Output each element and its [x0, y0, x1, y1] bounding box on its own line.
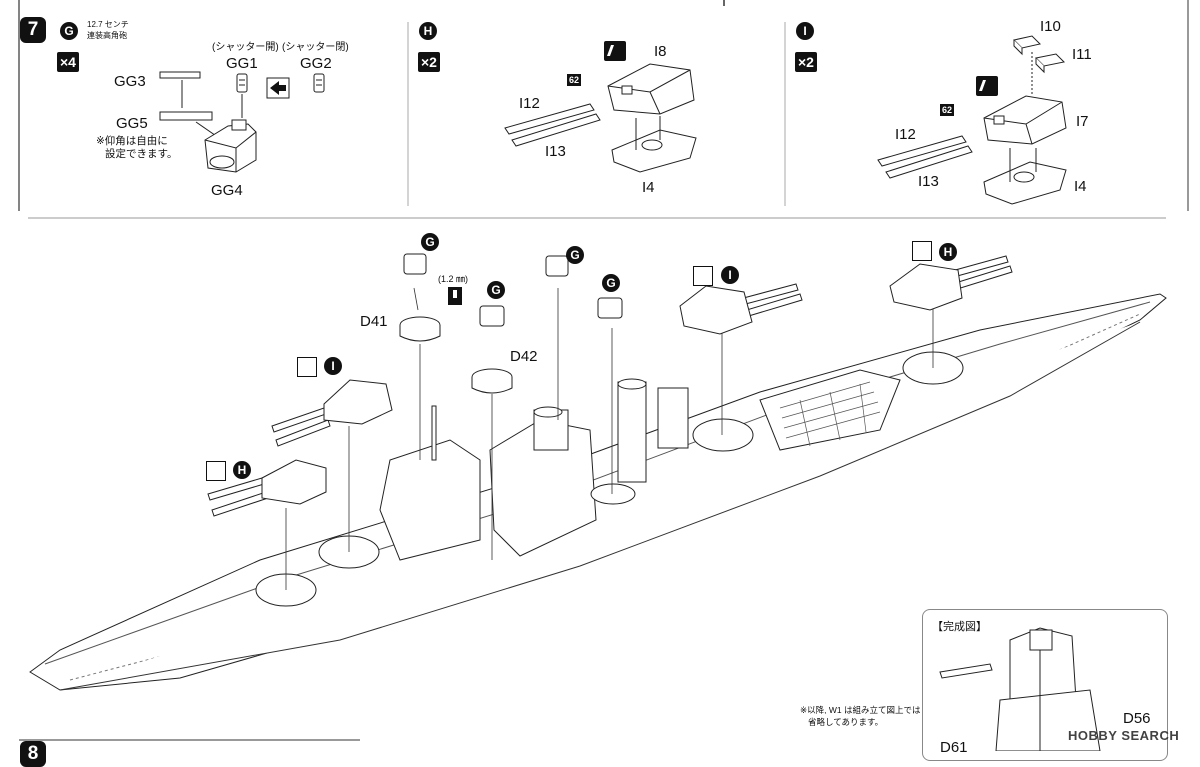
turret-drawing-i	[877, 35, 1067, 205]
part-i8: I8	[654, 43, 667, 60]
part-d61: D61	[940, 739, 968, 756]
shutter-closed-caption: (シャッター閉)	[282, 42, 349, 53]
part-code-badge: 62	[940, 104, 955, 116]
battleship-assembly-drawing	[29, 253, 1167, 691]
dimension-label: (1.2 ㎜)	[438, 274, 469, 284]
gun-mount-drawing-g	[159, 71, 325, 173]
part-i12: I12	[519, 95, 540, 112]
turret-drawing-h	[504, 63, 697, 173]
part-d56: D56	[1123, 710, 1151, 727]
part-i13: I13	[545, 143, 566, 160]
remove-part-icon	[912, 241, 932, 261]
part-i10: I10	[1040, 18, 1061, 35]
turret-badge-i: I	[324, 357, 342, 375]
next-step-number: 8	[20, 741, 46, 767]
part-i7: I7	[1076, 113, 1089, 130]
quantity-multiplier-g: ×4	[57, 52, 79, 72]
completed-note-line1: ※以降, W1 は組み立て図上では	[800, 705, 921, 715]
part-i4: I4	[1074, 178, 1087, 195]
part-gg5: GG5	[116, 115, 148, 132]
subassembly-g-badge: G	[60, 22, 78, 40]
turret-badge-g: G	[602, 274, 620, 292]
part-i4: I4	[642, 179, 655, 196]
completed-view-title: 【完成図】	[932, 621, 987, 633]
paint-icon	[604, 41, 626, 61]
elevation-note-line2: 設定できます。	[105, 148, 178, 160]
part-gg2: GG2	[300, 55, 332, 72]
part-gg1: GG1	[226, 55, 258, 72]
part-code-badge: 62	[567, 74, 582, 86]
part-gg4: GG4	[211, 182, 243, 199]
paint-icon	[976, 76, 998, 96]
instruction-sheet: 7 G 12.7 センチ 連装高角砲 ×4 (シャッター開) (シャッター閉) …	[0, 0, 1200, 751]
remove-part-icon	[693, 266, 713, 286]
part-i11: I11	[1072, 46, 1092, 63]
part-i13: I13	[918, 173, 939, 190]
frame-lines	[18, 0, 1189, 741]
part-i12: I12	[895, 126, 916, 143]
remove-part-icon	[206, 461, 226, 481]
caption-line2: 連装高角砲	[87, 31, 127, 40]
quantity-multiplier-h: ×2	[418, 52, 440, 72]
elevation-note-line1: ※仰角は自由に	[96, 135, 168, 147]
part-gg3: GG3	[114, 73, 146, 90]
step-number: 7	[20, 17, 46, 43]
part-d41: D41	[360, 313, 388, 330]
completed-note-line2: 省略してあります。	[808, 717, 884, 727]
turret-badge-i: I	[721, 266, 739, 284]
subassembly-i-badge: I	[796, 22, 814, 40]
caption-line1: 12.7 センチ	[87, 20, 129, 29]
quantity-multiplier-i: ×2	[795, 52, 817, 72]
turret-badge-g: G	[566, 246, 584, 264]
turret-badge-h: H	[233, 461, 251, 479]
turret-badge-h: H	[939, 243, 957, 261]
completed-view-drawing	[939, 627, 1101, 751]
glue-icon	[448, 287, 462, 305]
turret-badge-g: G	[421, 233, 439, 251]
watermark: HOBBY SEARCH	[1068, 728, 1180, 743]
remove-part-icon	[297, 357, 317, 377]
subassembly-h-badge: H	[419, 22, 437, 40]
shutter-open-caption: (シャッター開)	[212, 42, 279, 53]
part-d42: D42	[510, 348, 538, 365]
turret-badge-g: G	[487, 281, 505, 299]
